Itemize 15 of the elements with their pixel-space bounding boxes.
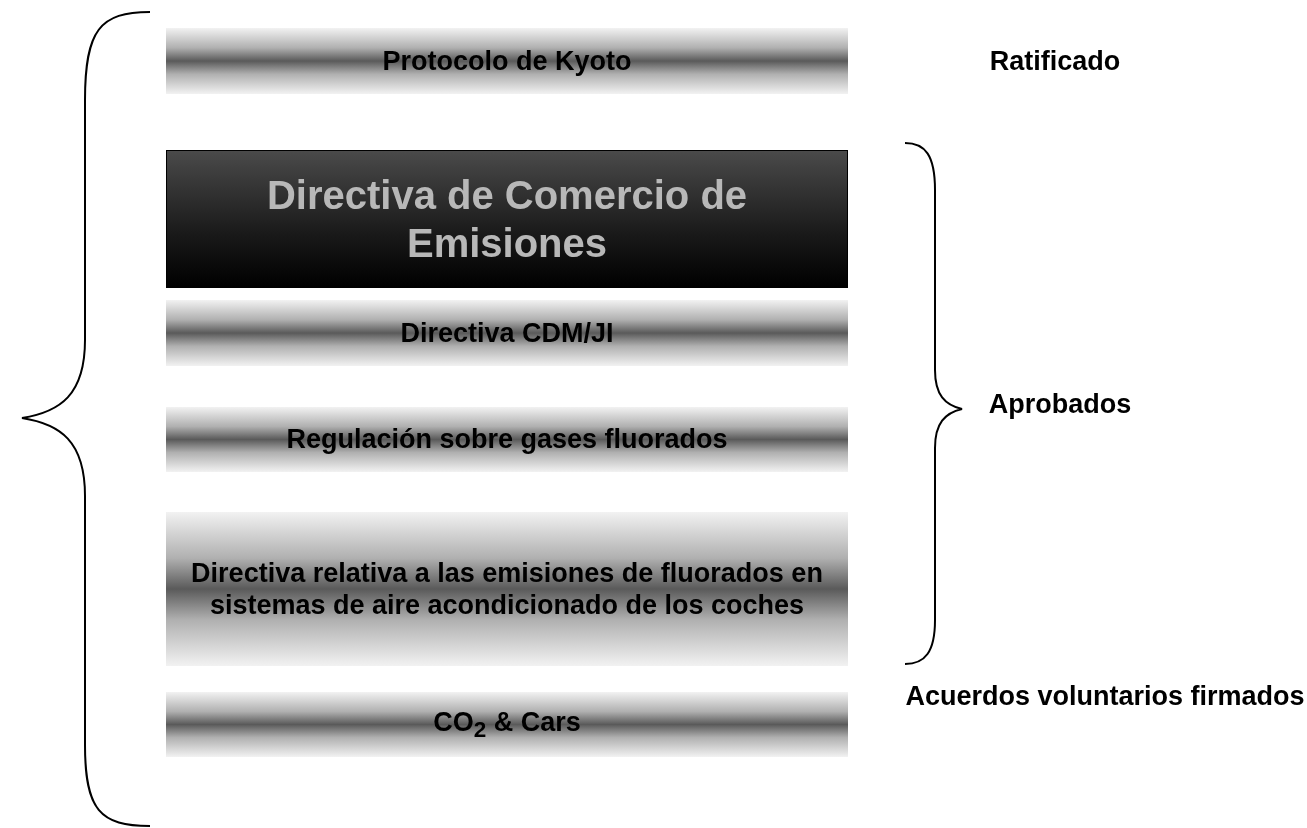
bar-title: Directiva de Comercio de Emisiones: [265, 172, 749, 267]
bar-title: CO$_{2}$ & Cars: [432, 705, 582, 744]
gradient-bar: [166, 300, 848, 366]
gradient-bar: [166, 692, 848, 757]
bar-title: Directiva relativa a las emisiones de fluorados en sistemas de aire acondicionado de los coches: [190, 556, 824, 622]
group-label: Ratificado: [988, 45, 1122, 78]
gradient-bar: [166, 407, 848, 472]
gradient-bar: [166, 28, 848, 94]
bar-title: Protocolo de Kyoto: [381, 44, 633, 78]
gradient-bar: [166, 512, 848, 666]
group-label: Acuerdos voluntarios firmados: [905, 680, 1305, 713]
bar-title: Directiva CDM/JI: [399, 316, 615, 350]
gradient-bar: [166, 150, 848, 288]
bar-title: Regulación sobre gases fluorados: [285, 423, 729, 456]
group-label: Aprobados: [987, 388, 1133, 421]
